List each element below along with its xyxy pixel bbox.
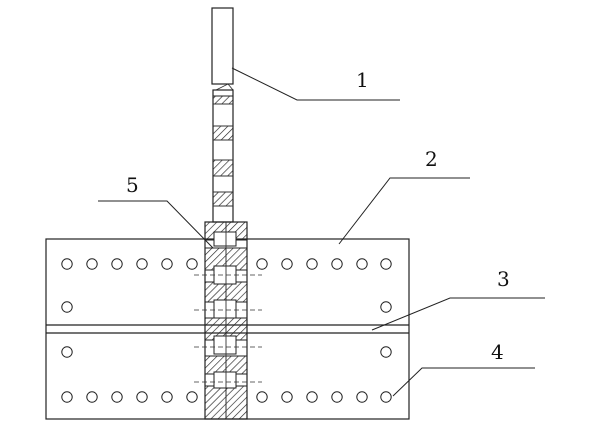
callout-label: 1 xyxy=(356,68,369,92)
clamp-hatched-segment xyxy=(225,355,248,375)
clamp-window xyxy=(213,231,237,247)
hole xyxy=(331,391,343,403)
hole xyxy=(86,391,98,403)
hole xyxy=(256,391,268,403)
hole xyxy=(306,391,318,403)
callout-4: 4 xyxy=(392,340,535,397)
hole xyxy=(61,258,73,270)
hole xyxy=(161,391,173,403)
strip-hatched-segment xyxy=(212,159,234,177)
hole xyxy=(380,301,392,313)
clamp-window xyxy=(213,371,237,389)
callout-5: 5 xyxy=(98,173,214,249)
strip-hatched-segment xyxy=(212,95,234,105)
hole xyxy=(111,391,123,403)
hole xyxy=(256,258,268,270)
clamp-hatched-segment xyxy=(225,385,248,420)
strip-segments xyxy=(212,89,234,223)
callout-label: 4 xyxy=(491,340,504,364)
hole xyxy=(356,258,368,270)
strip-hatched-segment xyxy=(212,125,234,141)
clamp-block xyxy=(194,221,262,420)
hole-pattern xyxy=(61,258,392,403)
hole xyxy=(136,391,148,403)
hole xyxy=(186,258,198,270)
callout-2: 2 xyxy=(338,147,470,245)
callout-1: 1 xyxy=(231,67,400,101)
hole xyxy=(61,391,73,403)
hole xyxy=(61,301,73,313)
hole xyxy=(356,391,368,403)
hole xyxy=(331,258,343,270)
strip-notch xyxy=(215,83,234,91)
clamp-window xyxy=(213,265,237,285)
clamp-hatched-segment xyxy=(225,281,248,303)
strip-top xyxy=(211,7,234,85)
hole xyxy=(61,346,73,358)
hole xyxy=(281,258,293,270)
vertical-strip xyxy=(211,7,234,223)
hole xyxy=(111,258,123,270)
clamp-hatched-segment xyxy=(204,385,227,420)
callout-3: 3 xyxy=(371,267,545,331)
hole xyxy=(281,391,293,403)
callout-label: 3 xyxy=(497,267,510,291)
hole xyxy=(86,258,98,270)
hole xyxy=(380,258,392,270)
hole xyxy=(136,258,148,270)
clamp-hatched-segment xyxy=(204,281,227,303)
clamp-window xyxy=(213,299,237,319)
hole xyxy=(306,258,318,270)
hole xyxy=(380,391,392,403)
callout-label: 2 xyxy=(425,147,438,171)
clamp-window xyxy=(213,335,237,355)
callout-label: 5 xyxy=(126,173,139,197)
hole xyxy=(186,391,198,403)
clamp-hatched-segment xyxy=(204,355,227,375)
hole xyxy=(380,346,392,358)
hole xyxy=(161,258,173,270)
strip-hatched-segment xyxy=(212,191,234,207)
